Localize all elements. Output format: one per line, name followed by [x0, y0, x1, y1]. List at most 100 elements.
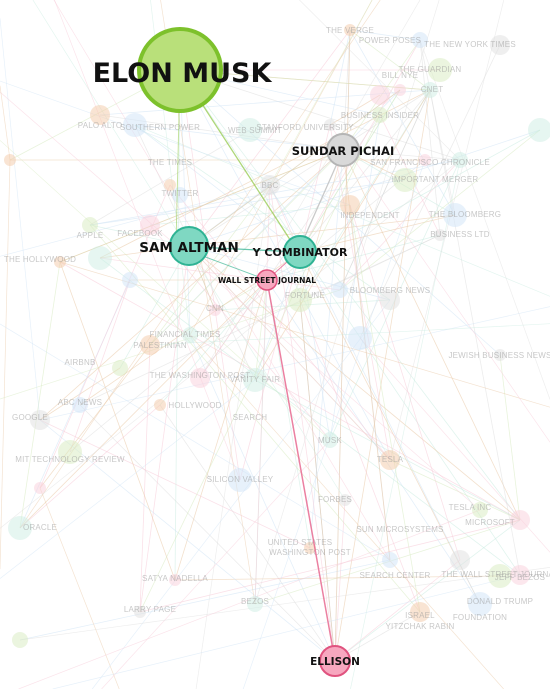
background-label: THE VERGE	[326, 26, 374, 35]
background-label: SUN MICROSYSTEMS	[356, 525, 443, 534]
main-nodes: ELON MUSK SUNDAR PICHAI SAM ALTMAN Y COM…	[93, 27, 395, 677]
background-label: CNN	[206, 304, 224, 313]
background-label: THE GUARDIAN	[399, 65, 462, 74]
background-edge	[350, 159, 461, 689]
background-edge	[19, 559, 391, 641]
node-sam-altman-label: SAM ALTMAN	[139, 240, 239, 256]
node-sundar-pichai[interactable]: SUNDAR PICHAI	[292, 133, 395, 167]
background-edge	[199, 0, 421, 379]
background-label: IMPORTANT MERGER	[392, 175, 479, 184]
background-edge	[39, 149, 344, 421]
background-node	[140, 335, 160, 355]
background-node	[434, 229, 446, 241]
background-edge	[0, 80, 351, 206]
background-edge	[0, 18, 41, 421]
background-edge	[0, 91, 481, 511]
background-node	[190, 368, 210, 388]
node-sundar-pichai-circle[interactable]	[326, 133, 360, 167]
node-elon-musk[interactable]: ELON MUSK	[93, 27, 273, 113]
background-edge	[389, 459, 521, 521]
background-node	[228, 468, 252, 492]
background-label: DONALD TRUMP	[467, 597, 533, 606]
background-node	[140, 215, 160, 235]
background-edge	[342, 149, 391, 561]
background-node	[88, 246, 112, 270]
background-node	[90, 105, 110, 125]
background-node	[510, 565, 530, 585]
node-ellison-label: ELLISON	[310, 656, 360, 668]
background-edge	[189, 334, 336, 662]
background-edge	[309, 149, 344, 549]
background-edge	[139, 344, 151, 613]
background-edge	[179, 69, 501, 356]
background-label: PALESTINIAN	[133, 341, 187, 350]
background-label: BUSINESS INSIDER	[341, 111, 419, 120]
background-label: BBC	[261, 181, 278, 190]
node-y-combinator-circle[interactable]	[283, 235, 317, 269]
background-edge	[195, 184, 271, 689]
background-edge	[89, 129, 251, 226]
background-node	[209, 304, 221, 316]
background-node	[410, 602, 430, 622]
node-sam-altman-circle[interactable]	[169, 226, 209, 266]
background-node	[340, 195, 360, 215]
background-edge	[254, 89, 431, 381]
background-edge	[54, 0, 241, 481]
background-node	[54, 256, 66, 268]
background-label: VANITY FAIR	[230, 375, 280, 384]
node-sam-altman[interactable]: SAM ALTMAN	[139, 226, 239, 266]
background-label: APPLE	[77, 231, 104, 240]
background-edge	[188, 89, 401, 247]
background-label: TESLA INC	[449, 503, 492, 512]
node-wall-street-journal-label: WALL STREET JOURNAL	[218, 276, 316, 285]
node-elon-musk-circle[interactable]	[137, 27, 223, 113]
background-label: SOUTHERN POWER	[120, 123, 200, 132]
background-edge	[0, 379, 256, 579]
background-edge	[339, 129, 541, 291]
background-label: HOLLYWOOD	[168, 401, 221, 410]
background-edge	[159, 404, 336, 662]
background-edge	[59, 261, 176, 581]
background-edge	[59, 261, 550, 408]
background-node	[394, 84, 406, 96]
background-edge	[0, 289, 341, 400]
background-node	[34, 482, 46, 494]
background-node	[82, 217, 98, 233]
background-label: FOUNDATION	[453, 613, 507, 622]
background-edge	[179, 69, 391, 461]
background-label: FORBES	[318, 495, 352, 504]
background-label: LARRY PAGE	[124, 605, 176, 614]
background-edge	[19, 0, 381, 529]
background-node	[154, 399, 166, 411]
background-label: SATYA NADELLA	[142, 574, 208, 583]
background-edge	[389, 0, 505, 461]
background-edge	[188, 214, 456, 247]
node-y-combinator[interactable]: Y COMBINATOR	[252, 235, 348, 269]
background-edge	[342, 149, 521, 521]
background-label: JEWISH BUSINESS NEWS	[448, 351, 550, 360]
background-edge	[499, 354, 521, 521]
node-wall-street-journal-circle[interactable]	[256, 269, 278, 291]
background-node	[30, 410, 50, 430]
background-node	[247, 596, 263, 612]
node-ellison[interactable]: ELLISON	[310, 645, 360, 677]
background-label: MUSK	[318, 436, 342, 445]
background-edge	[179, 69, 521, 521]
background-label: STANFORD UNIVERSITY	[256, 123, 354, 132]
background-node	[8, 516, 32, 540]
background-edge	[119, 245, 190, 369]
background-node	[332, 282, 348, 298]
node-ellison-circle[interactable]	[319, 645, 351, 677]
background-label: AIRBNB	[65, 358, 96, 367]
background-node	[260, 175, 280, 195]
background-edge	[91, 299, 391, 689]
background-node	[164, 179, 176, 191]
background-edge	[239, 251, 301, 481]
background-node	[488, 564, 512, 588]
background-node	[422, 82, 438, 98]
background-node	[288, 288, 312, 312]
background-edge	[349, 204, 461, 561]
background-label: JEFF BEZOS	[495, 573, 545, 582]
node-wall-street-journal[interactable]: WALL STREET JOURNAL	[218, 269, 316, 291]
